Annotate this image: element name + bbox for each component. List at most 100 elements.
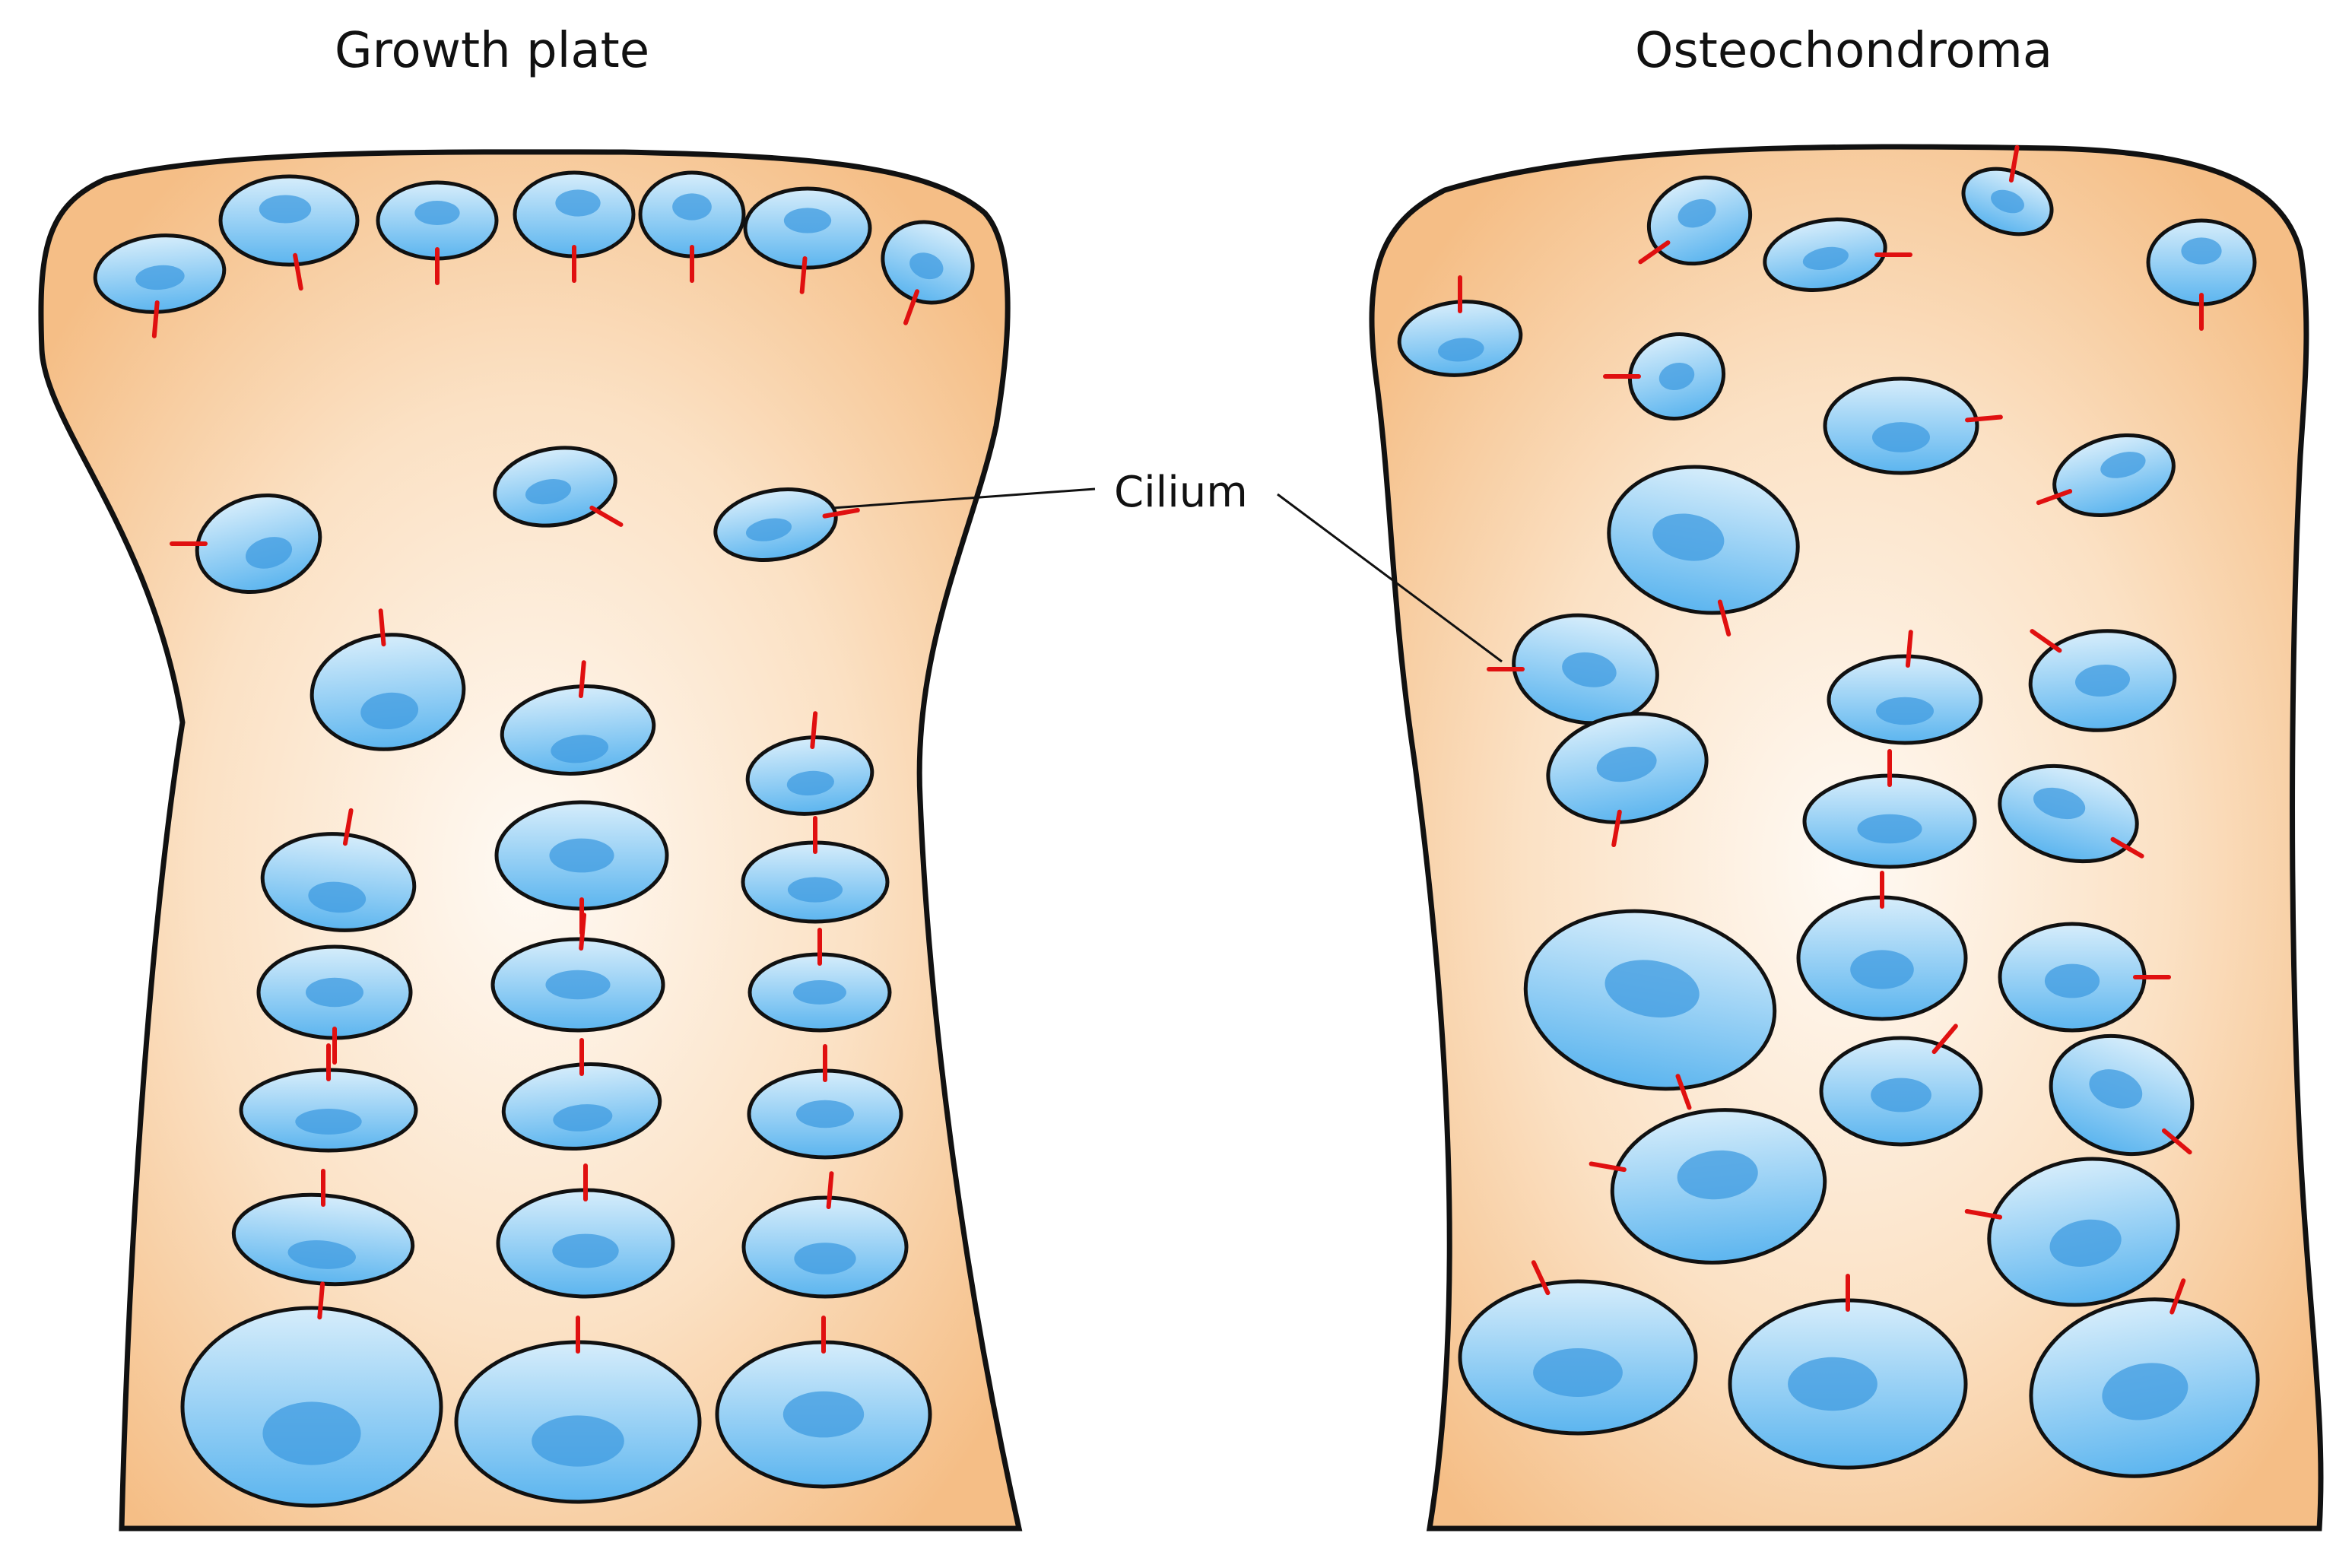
nucleus xyxy=(525,479,572,505)
cell xyxy=(745,711,874,816)
cilium xyxy=(1611,809,1622,848)
cell xyxy=(1827,630,1983,745)
cilium xyxy=(342,808,354,846)
cell xyxy=(501,1038,662,1151)
cell xyxy=(1823,376,2003,475)
cell xyxy=(256,944,413,1065)
nucleus xyxy=(555,189,601,217)
cell xyxy=(496,1163,675,1299)
cell xyxy=(1796,871,1968,1021)
cilium xyxy=(151,300,160,338)
nucleus xyxy=(745,518,792,541)
cell xyxy=(2036,433,2176,518)
cell xyxy=(1819,1024,1983,1147)
cilium xyxy=(903,289,920,325)
cell xyxy=(747,1044,903,1160)
cell xyxy=(494,800,669,935)
cilium xyxy=(2161,1128,2192,1155)
cilium xyxy=(578,660,586,699)
nucleus xyxy=(1788,1357,1877,1411)
cell xyxy=(180,1281,443,1508)
cilium xyxy=(589,505,624,527)
cell-body xyxy=(231,1192,415,1287)
nucleus xyxy=(786,770,834,796)
nucleus xyxy=(2074,665,2131,697)
cell xyxy=(376,180,499,285)
cell xyxy=(1638,175,1753,266)
nucleus xyxy=(287,1240,356,1269)
nucleus xyxy=(2033,787,2086,820)
nucleus xyxy=(1677,1150,1758,1200)
nucleus xyxy=(360,692,419,730)
cilium xyxy=(2030,629,2062,653)
cell xyxy=(1589,1108,1827,1265)
cell xyxy=(1763,217,1912,292)
nucleus xyxy=(1876,697,1934,725)
nucleus xyxy=(552,1233,619,1268)
cell xyxy=(638,170,746,283)
nucleus xyxy=(2044,963,2100,998)
nucleus xyxy=(2181,237,2222,265)
nucleus xyxy=(1605,960,1700,1018)
nucleus xyxy=(532,1415,624,1467)
cell xyxy=(309,608,466,751)
nucleus xyxy=(246,537,293,569)
cilium xyxy=(317,1281,325,1320)
cell xyxy=(1607,465,1800,636)
nucleus xyxy=(787,877,843,903)
nucleus xyxy=(1658,362,1695,391)
cilium xyxy=(1965,414,2003,423)
cilium xyxy=(799,256,808,294)
cilium xyxy=(822,507,860,519)
cell xyxy=(1961,144,2054,236)
cell xyxy=(741,1171,909,1299)
cell xyxy=(500,660,656,776)
cilium xyxy=(810,711,818,750)
cilium xyxy=(1964,1208,2003,1220)
cell xyxy=(1487,613,1659,725)
cilium xyxy=(2169,1278,2186,1315)
cell xyxy=(1728,1274,1968,1470)
nucleus xyxy=(2100,452,2146,478)
nucleus xyxy=(295,1109,362,1135)
cell xyxy=(743,186,872,294)
cilium-callout-line-right xyxy=(1277,493,1503,663)
cell xyxy=(741,816,890,924)
cell xyxy=(513,170,636,283)
cilium xyxy=(1638,240,1671,265)
nucleus xyxy=(545,970,611,1000)
nucleus xyxy=(1562,652,1617,687)
nucleus xyxy=(2089,1069,2143,1109)
cilium xyxy=(1531,1260,1551,1296)
cilium xyxy=(1675,1074,1692,1110)
cell xyxy=(1998,763,2144,864)
cell xyxy=(2049,1033,2195,1157)
nucleus xyxy=(553,1104,613,1132)
nucleus xyxy=(783,208,832,233)
nucleus xyxy=(2102,1363,2189,1420)
nucleus xyxy=(1437,338,1484,362)
nucleus xyxy=(1596,746,1657,782)
nucleus xyxy=(1871,1078,1931,1113)
cell xyxy=(239,1043,418,1153)
cell xyxy=(93,233,227,338)
cilium xyxy=(826,1171,834,1210)
cell xyxy=(1603,332,1726,421)
cell xyxy=(260,808,417,932)
cell xyxy=(2029,1278,2260,1478)
nucleus xyxy=(1850,950,1914,989)
cell-body xyxy=(500,684,656,776)
growth-plate-title: Growth plate xyxy=(335,23,650,79)
nucleus xyxy=(259,195,312,224)
cell xyxy=(490,913,665,1033)
cilium xyxy=(293,252,303,291)
nucleus xyxy=(672,193,712,221)
nucleus xyxy=(1533,1348,1623,1397)
cell xyxy=(170,493,322,595)
cell xyxy=(2146,218,2257,331)
nucleus xyxy=(1872,422,1930,452)
cilium xyxy=(1931,1024,1958,1055)
nucleus xyxy=(793,980,846,1005)
cell xyxy=(715,1316,932,1489)
